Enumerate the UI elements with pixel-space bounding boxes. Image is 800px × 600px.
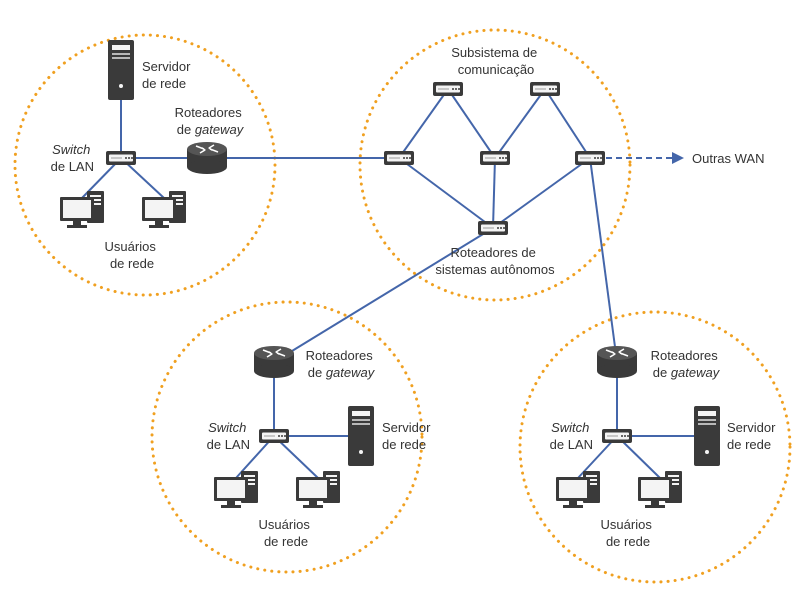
wan-switch-5 (574, 150, 606, 166)
autonomous-system-router (477, 220, 509, 236)
server-bottom-left (348, 406, 374, 466)
switch-top-left (105, 150, 137, 166)
wan-switch-2 (432, 81, 464, 97)
gateway-router-bottom-left (253, 345, 295, 379)
gateway-label-bottom-left: Roteadores de gateway (306, 348, 377, 380)
lan-region-bottom-left (150, 300, 424, 574)
server-label-bottom-right: Servidor de rede (727, 420, 779, 452)
outras-wan-arrowhead (672, 152, 684, 164)
users-label-bottom-left: Usuários de rede (259, 517, 314, 549)
wan-switch-4 (529, 81, 561, 97)
link-ws1-ws2 (398, 88, 449, 159)
wan-switch-3 (479, 150, 511, 166)
link-ws5-gateway-br (589, 157, 618, 363)
subsystem-label: Subsistema de comunicação (451, 45, 541, 77)
link-ws1-as (398, 157, 494, 229)
gateway-label-top-left: Roteadores de gateway (175, 105, 246, 137)
gateway-label-bottom-right: Roteadores de gateway (651, 348, 722, 380)
switch-label-bottom-right: Switch de LAN (550, 420, 593, 452)
switch-label-bottom-left: Switch de LAN (207, 420, 250, 452)
gateway-router-top-left (186, 141, 228, 175)
users-label-bottom-right: Usuários de rede (601, 517, 656, 549)
gateway-router-bottom-right (596, 345, 638, 379)
pc-bottom-left-2 (296, 471, 340, 508)
wan-switch-1 (383, 150, 415, 166)
link-ws4-ws5 (544, 88, 591, 159)
link-ws2-ws3 (447, 88, 496, 159)
server-label-top-left: Servidor de rede (142, 59, 194, 91)
switch-bottom-right (601, 428, 633, 444)
users-label-top-left: Usuários de rede (105, 239, 160, 271)
pc-bottom-right-2 (638, 471, 682, 508)
link-ws3-ws4 (494, 88, 546, 159)
link-ws3-as (492, 157, 496, 229)
link-ws5-as (492, 157, 591, 229)
server-label-bottom-left: Servidor de rede (382, 420, 434, 452)
network-regions (13, 28, 792, 584)
lan-region-top-left (13, 33, 277, 297)
link-as-gateway-bl (273, 227, 494, 363)
switch-label-top-left: Switch de LAN (51, 142, 94, 174)
server-bottom-right (694, 406, 720, 466)
wan-region-center (358, 28, 632, 302)
server-top-left (108, 40, 134, 100)
pc-top-left-1 (60, 191, 104, 228)
lan-region-bottom-right (518, 310, 792, 584)
pc-top-left-2 (142, 191, 186, 228)
switch-bottom-left (258, 428, 290, 444)
autonomous-systems-label: Roteadores de sistemas autônomos (435, 245, 555, 277)
outras-wan-label: Outras WAN (692, 151, 764, 166)
